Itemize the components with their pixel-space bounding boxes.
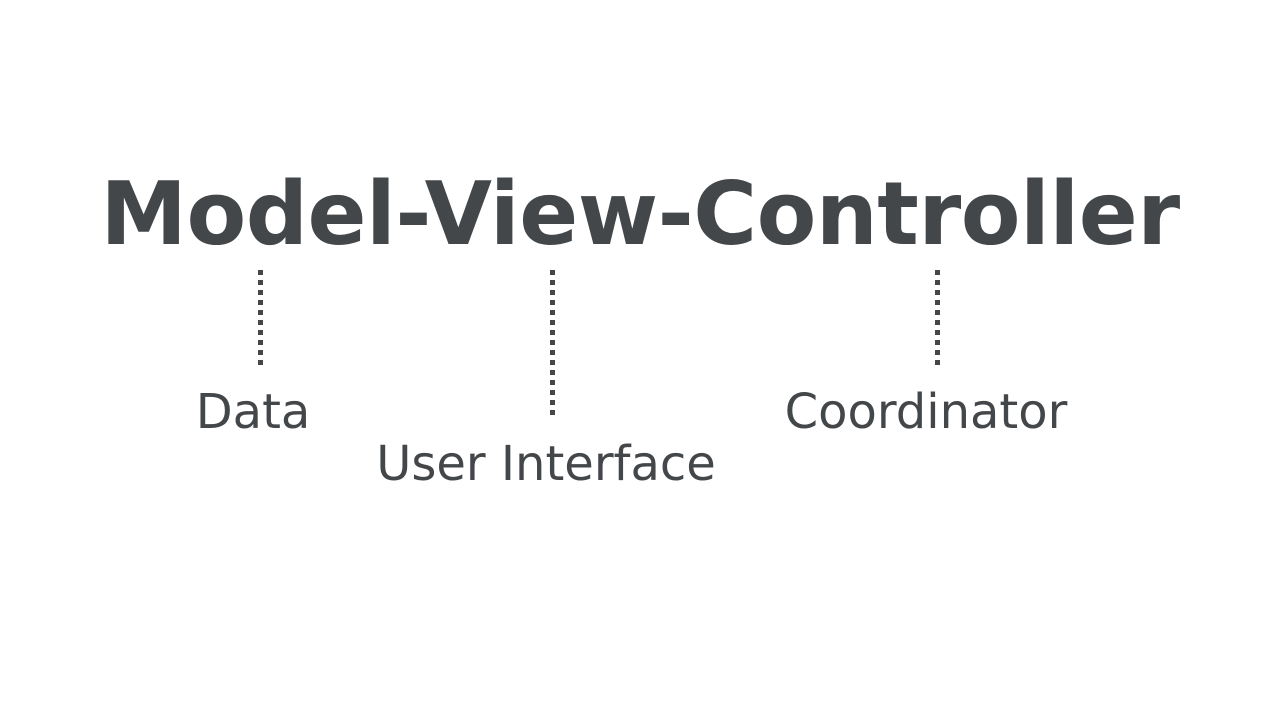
label-controller-coordinator: Coordinator <box>784 384 1068 440</box>
controller-connector-line <box>935 270 940 366</box>
page-title: Model-View-Controller <box>100 163 1180 265</box>
model-connector-line <box>258 270 263 366</box>
label-model-data: Data <box>195 384 311 440</box>
label-view-user-interface: User Interface <box>376 436 716 492</box>
view-connector-line <box>550 270 555 420</box>
